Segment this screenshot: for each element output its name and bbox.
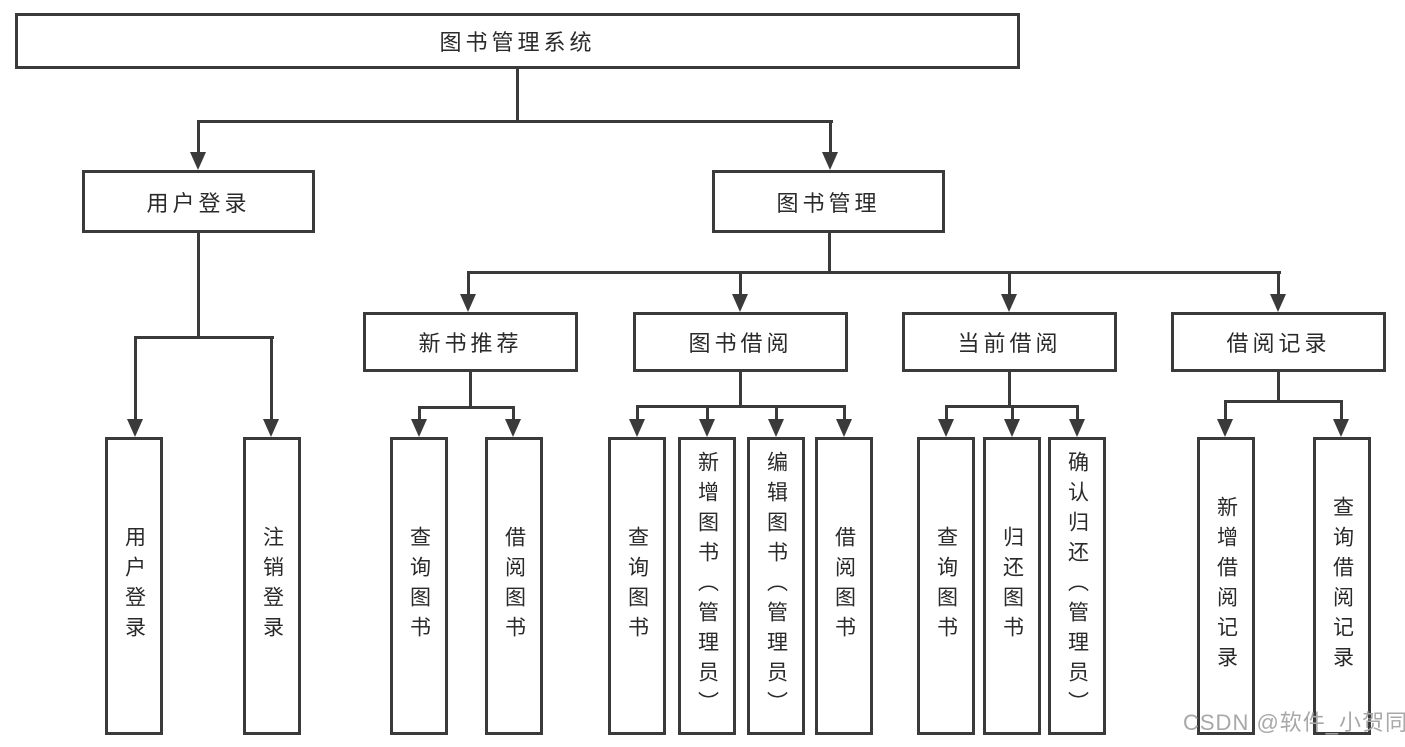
connector-line <box>197 120 833 123</box>
connector-line <box>469 372 472 406</box>
leaf-add-borrow-record: 新增借阅记录 <box>1197 437 1255 735</box>
arrow-down-icon <box>505 419 521 437</box>
leaf-confirm-return-admin-label: 确认归还（管理员） <box>1065 451 1089 721</box>
connector-line <box>945 405 948 420</box>
node-user-login-label: 用户登录 <box>146 190 251 216</box>
connector-line <box>512 406 515 420</box>
connector-line <box>1224 400 1227 420</box>
node-root: 图书管理系统 <box>15 13 1020 69</box>
leaf-query-books-borrow-label: 查询图书 <box>625 526 649 646</box>
connector-line <box>1224 400 1343 403</box>
arrow-down-icon <box>190 152 206 170</box>
connector-line <box>197 233 200 336</box>
connector-line <box>1008 372 1011 405</box>
connector-line <box>1277 372 1280 400</box>
leaf-query-books-current-label: 查询图书 <box>934 526 958 646</box>
connector-line <box>134 336 137 420</box>
node-book-borrow: 图书借阅 <box>633 312 848 372</box>
connector-line <box>467 271 470 295</box>
leaf-query-books-borrow: 查询图书 <box>608 437 666 735</box>
arrow-down-icon <box>1004 419 1020 437</box>
leaf-user-login: 用户登录 <box>105 437 163 735</box>
connector-line <box>1340 400 1343 420</box>
arrow-down-icon <box>263 419 279 437</box>
leaf-return-book: 归还图书 <box>983 437 1041 735</box>
leaf-borrow-books-recommend: 借阅图书 <box>485 437 543 735</box>
leaf-add-borrow-record-label: 新增借阅记录 <box>1214 496 1238 676</box>
connector-line <box>1277 271 1280 295</box>
leaf-query-books-recommend: 查询图书 <box>390 437 448 735</box>
node-borrow-records: 借阅记录 <box>1171 312 1386 372</box>
connector-line <box>418 406 515 409</box>
leaf-query-borrow-record-label: 查询借阅记录 <box>1330 496 1354 676</box>
leaf-borrow-books-borrow: 借阅图书 <box>815 437 873 735</box>
connector-line <box>828 233 831 271</box>
connector-line <box>739 372 742 405</box>
node-current-borrow-label: 当前借阅 <box>957 331 1062 356</box>
node-book-borrow-label: 图书借阅 <box>688 331 793 356</box>
arrow-down-icon <box>1001 294 1017 312</box>
leaf-return-book-label: 归还图书 <box>1000 526 1024 646</box>
csdn-watermark: CSDN @软件_小贺同学 <box>1183 710 1405 735</box>
connector-line <box>739 271 742 295</box>
arrow-down-icon <box>629 419 645 437</box>
leaf-user-login-label: 用户登录 <box>122 526 146 646</box>
connector-line <box>843 405 846 420</box>
leaf-borrow-books-borrow-label: 借阅图书 <box>832 526 856 646</box>
leaf-edit-book-admin-label: 编辑图书（管理员） <box>764 451 788 721</box>
arrow-down-icon <box>1217 419 1233 437</box>
connector-line <box>197 120 200 154</box>
node-borrow-records-label: 借阅记录 <box>1226 331 1331 356</box>
arrow-down-icon <box>938 419 954 437</box>
arrow-down-icon <box>732 294 748 312</box>
arrow-down-icon <box>836 419 852 437</box>
arrow-down-icon <box>699 419 715 437</box>
leaf-logout: 注销登录 <box>243 437 301 735</box>
connector-line <box>1008 271 1011 295</box>
node-new-book-recommend: 新书推荐 <box>363 312 578 372</box>
leaf-add-book-admin: 新增图书（管理员） <box>678 437 736 735</box>
connector-line <box>134 336 274 339</box>
connector-line <box>636 405 639 420</box>
arrow-down-icon <box>460 294 476 312</box>
connector-line <box>270 336 273 420</box>
arrow-down-icon <box>127 419 143 437</box>
leaf-query-borrow-record: 查询借阅记录 <box>1313 437 1371 735</box>
arrow-down-icon <box>411 419 427 437</box>
leaf-add-book-admin-label: 新增图书（管理员） <box>695 451 719 721</box>
connector-line <box>1076 405 1079 420</box>
node-book-management-label: 图书管理 <box>776 190 881 216</box>
leaf-borrow-books-recommend-label: 借阅图书 <box>502 526 526 646</box>
connector-line <box>516 69 519 120</box>
node-current-borrow: 当前借阅 <box>902 312 1117 372</box>
node-new-book-recommend-label: 新书推荐 <box>418 331 523 356</box>
connector-line <box>775 405 778 420</box>
leaf-query-books-current: 查询图书 <box>917 437 975 735</box>
arrow-down-icon <box>1270 294 1286 312</box>
connector-line <box>418 406 421 420</box>
leaf-confirm-return-admin: 确认归还（管理员） <box>1048 437 1106 735</box>
connector-line <box>1011 405 1014 420</box>
leaf-edit-book-admin: 编辑图书（管理员） <box>747 437 805 735</box>
node-book-management: 图书管理 <box>712 170 945 233</box>
connector-line <box>706 405 709 420</box>
node-user-login: 用户登录 <box>82 170 315 233</box>
leaf-logout-label: 注销登录 <box>260 526 284 646</box>
connector-line <box>829 120 832 154</box>
leaf-query-books-recommend-label: 查询图书 <box>407 526 431 646</box>
node-root-label: 图书管理系统 <box>439 30 596 55</box>
arrow-down-icon <box>1069 419 1085 437</box>
arrow-down-icon <box>822 152 838 170</box>
arrow-down-icon <box>768 419 784 437</box>
connector-line <box>636 405 846 408</box>
connector-line <box>467 271 1281 274</box>
arrow-down-icon <box>1333 419 1349 437</box>
